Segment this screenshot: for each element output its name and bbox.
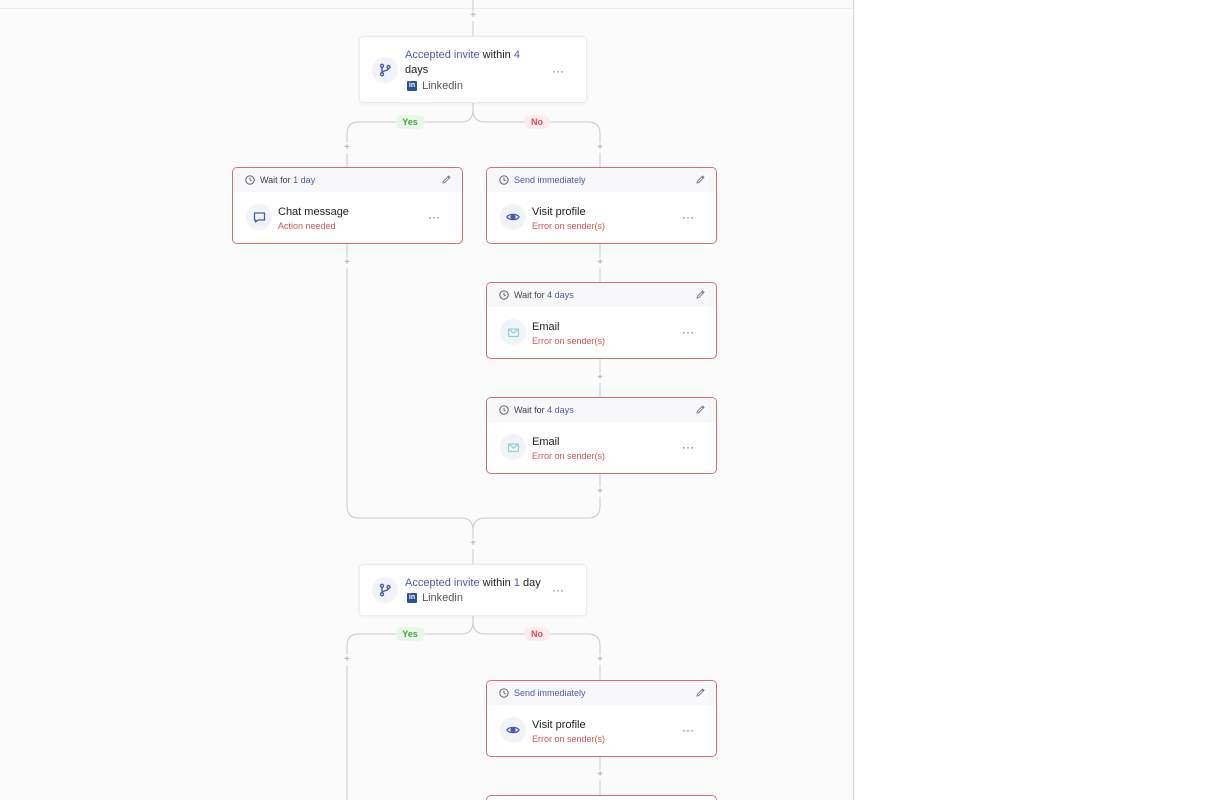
branch-label-no: No (524, 115, 550, 129)
edit-timing-icon[interactable] (695, 174, 706, 185)
add-step-button[interactable]: + (342, 143, 352, 153)
top-border (0, 8, 1228, 9)
step-card[interactable]: Wait for 1 day Chat message Action neede… (232, 167, 463, 244)
step-card[interactable]: Send immediately Visit profile Error on … (486, 167, 717, 244)
edit-timing-icon[interactable] (441, 174, 452, 185)
step-card[interactable]: Wait for 4 days Email Error on sender(s)… (486, 397, 717, 474)
step-timing: Send immediately (487, 681, 716, 705)
side-panel (853, 0, 1228, 800)
edit-timing-icon[interactable] (695, 687, 706, 698)
clock-icon (499, 175, 509, 185)
condition-more-button[interactable]: ··· (552, 64, 564, 78)
step-status: Error on sender(s) (532, 336, 606, 346)
flow-connectors (346, 0, 601, 800)
workflow-canvas[interactable]: + + + + + + + + + + + Yes No Yes No Acce… (0, 0, 853, 800)
step-timing: Wait for 4 days (487, 283, 716, 307)
step-title: Visit profile (532, 719, 586, 731)
condition-channel: in Linkedin (407, 592, 463, 604)
step-more-button[interactable]: ··· (428, 210, 440, 224)
step-timing: Send immediately (487, 168, 716, 192)
add-step-button[interactable]: + (468, 11, 478, 21)
branch-icon (372, 57, 398, 83)
add-step-button[interactable]: + (468, 539, 478, 549)
condition-more-button[interactable]: ··· (552, 583, 564, 597)
condition-title: Accepted invite within 4 days (405, 49, 520, 76)
step-status: Error on sender(s) (532, 221, 606, 231)
condition-card[interactable]: Accepted invite within 4 days in Linkedi… (359, 36, 587, 103)
step-more-button[interactable]: ··· (682, 325, 694, 339)
branch-label-no: No (524, 627, 550, 641)
step-timing: Wait for 1 day (233, 168, 462, 192)
add-step-button[interactable]: + (595, 258, 605, 268)
clock-icon (499, 688, 509, 698)
add-step-button[interactable]: + (595, 487, 605, 497)
step-title: Email (532, 321, 560, 333)
condition-title: Accepted invite within 1 day (405, 577, 541, 589)
branch-label-yes: Yes (395, 627, 425, 641)
mail-icon (500, 434, 526, 460)
step-card[interactable] (486, 795, 717, 800)
step-timing: Wait for 4 days (487, 398, 716, 422)
step-more-button[interactable]: ··· (682, 723, 694, 737)
add-step-button[interactable]: + (595, 143, 605, 153)
linkedin-icon: in (407, 81, 417, 91)
step-status: Error on sender(s) (532, 451, 606, 461)
condition-channel: in Linkedin (407, 80, 463, 92)
step-more-button[interactable]: ··· (682, 440, 694, 454)
branch-label-yes: Yes (395, 115, 425, 129)
branch-icon (372, 577, 398, 603)
add-step-button[interactable]: + (595, 655, 605, 665)
add-step-button[interactable]: + (595, 770, 605, 780)
add-step-button[interactable]: + (342, 655, 352, 665)
eye-icon (500, 204, 526, 230)
add-step-button[interactable]: + (595, 373, 605, 383)
step-more-button[interactable]: ··· (682, 210, 694, 224)
mail-icon (500, 319, 526, 345)
step-title: Email (532, 436, 560, 448)
clock-icon (245, 175, 255, 185)
linkedin-icon: in (407, 593, 417, 603)
edit-timing-icon[interactable] (695, 289, 706, 300)
step-status: Error on sender(s) (532, 734, 606, 744)
condition-event: Accepted invite (405, 577, 480, 589)
condition-value: 4 (513, 49, 520, 61)
step-card[interactable]: Send immediately Visit profile Error on … (486, 680, 717, 757)
condition-card[interactable]: Accepted invite within 1 day in Linkedin… (359, 564, 587, 616)
edit-timing-icon[interactable] (695, 404, 706, 415)
chat-icon (246, 204, 272, 230)
step-status: Action needed (278, 221, 336, 231)
clock-icon (499, 290, 509, 300)
condition-value: 1 (513, 577, 520, 589)
condition-event: Accepted invite (405, 49, 480, 61)
clock-icon (499, 405, 509, 415)
step-title: Chat message (278, 206, 349, 218)
eye-icon (500, 717, 526, 743)
step-card[interactable]: Wait for 4 days Email Error on sender(s)… (486, 282, 717, 359)
add-step-button[interactable]: + (342, 258, 352, 268)
step-title: Visit profile (532, 206, 586, 218)
